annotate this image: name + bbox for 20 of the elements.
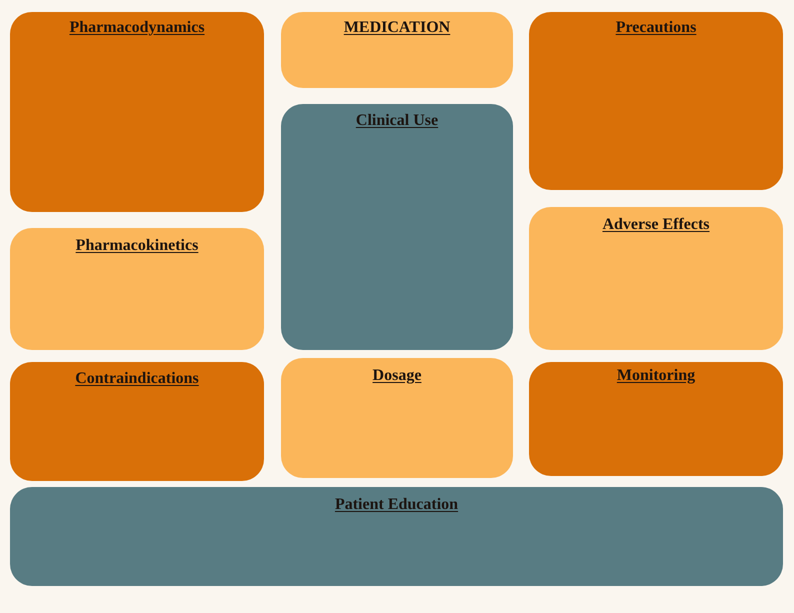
section-panel <box>529 12 783 190</box>
section-panel <box>281 12 513 88</box>
section-title: Pharmacodynamics <box>68 18 206 38</box>
section-panel <box>10 228 264 350</box>
section-title: Pharmacokinetics <box>74 236 200 256</box>
section-title: Precautions <box>614 18 698 38</box>
section-title: MEDICATION <box>342 18 452 38</box>
section-title: Adverse Effects <box>601 215 711 235</box>
section-panel <box>529 207 783 350</box>
section-panel <box>10 12 264 212</box>
section-panel <box>10 362 264 481</box>
section-title: Clinical Use <box>354 111 440 131</box>
section-panel <box>281 104 513 350</box>
section-title: Contraindications <box>74 369 200 389</box>
section-title: Dosage <box>372 366 422 386</box>
section-panel <box>10 487 783 586</box>
section-title: Patient Education <box>334 495 460 515</box>
section-panel <box>529 362 783 476</box>
section-title: Monitoring <box>616 366 696 386</box>
section-panel <box>281 358 513 478</box>
